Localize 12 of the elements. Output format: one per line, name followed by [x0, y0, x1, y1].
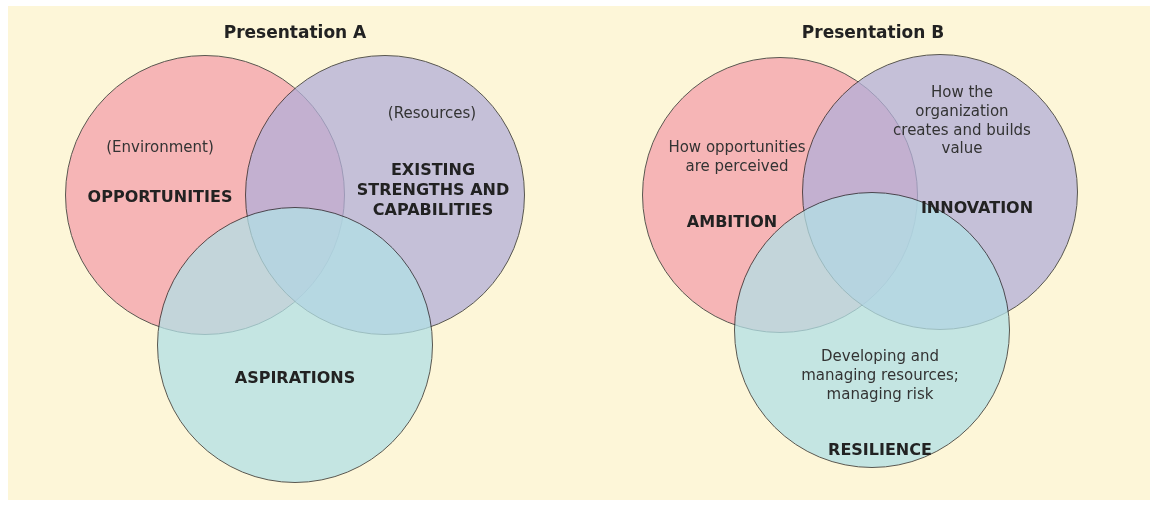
circle-heading: AMBITION	[686, 212, 778, 232]
circle-heading: EXISTING STRENGTHS AND CAPABILITIES	[355, 160, 511, 220]
circle-heading: RESILIENCE	[828, 440, 932, 460]
section-label: Presentation B	[801, 22, 945, 42]
circle-description: How opportunities are perceived	[667, 138, 807, 176]
circle-description: How the organization creates and builds value	[892, 82, 1032, 158]
circle-description: (Resources)	[387, 103, 477, 123]
circle-description: Developing and managing resources; managing risk	[800, 346, 960, 404]
circle-heading: ASPIRATIONS	[234, 368, 356, 388]
section-label: Presentation A	[223, 22, 367, 42]
circle-description: (Environment)	[106, 137, 214, 157]
circle-heading: OPPORTUNITIES	[87, 187, 233, 207]
